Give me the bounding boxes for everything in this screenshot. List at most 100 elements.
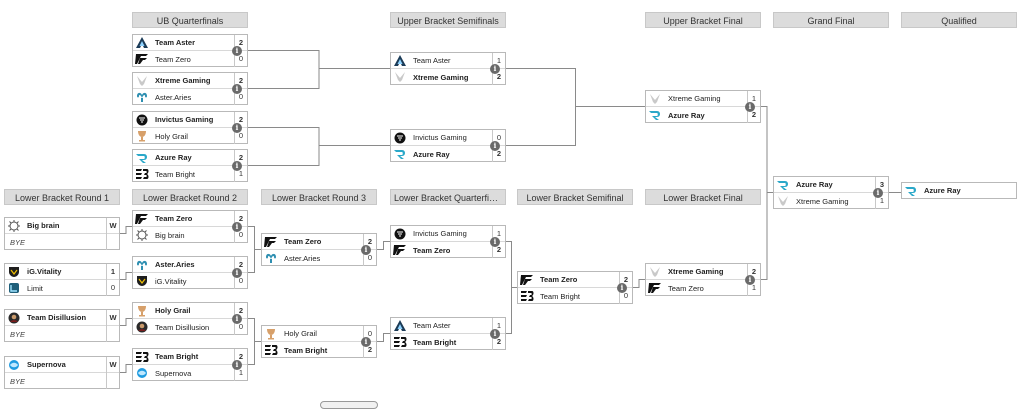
match-info-icon[interactable]: i — [232, 314, 242, 324]
team-score — [106, 373, 119, 389]
match-info-icon[interactable]: i — [873, 188, 883, 198]
team-score: 0 — [234, 51, 247, 67]
bright-logo-icon — [133, 166, 151, 182]
zero-logo-icon — [133, 211, 151, 227]
match-info-icon[interactable]: i — [232, 222, 242, 232]
match-info-icon[interactable]: i — [232, 46, 242, 56]
match-info-icon[interactable]: i — [745, 275, 755, 285]
bright-logo-icon — [518, 288, 536, 304]
horizontal-scrollbar[interactable] — [320, 401, 378, 409]
team-name: Supernova — [155, 368, 192, 378]
match-info-icon[interactable]: i — [232, 360, 242, 370]
vitality-logo-icon — [133, 273, 151, 289]
team-name: Aster.Aries — [155, 92, 192, 102]
match-info-icon[interactable]: i — [361, 337, 371, 347]
bye-slot: BYE — [5, 373, 119, 389]
match-info-icon[interactable]: i — [745, 102, 755, 112]
qualified-team-name: Azure Ray — [924, 186, 961, 195]
match-info-icon[interactable]: i — [490, 141, 500, 151]
header-ub-quarterfinals: UB Quarterfinals — [132, 12, 248, 28]
match-info-icon[interactable]: i — [490, 329, 500, 339]
team-name: Invictus Gaming — [155, 115, 214, 124]
team-row[interactable]: Aster.Aries 0 — [133, 89, 247, 105]
match-info-icon[interactable]: i — [361, 245, 371, 255]
match-info-icon[interactable]: i — [617, 283, 627, 293]
match-info-icon[interactable]: i — [490, 237, 500, 247]
match-info-icon[interactable]: i — [490, 64, 500, 74]
team-score: 0 — [234, 89, 247, 105]
team-name: BYE — [10, 376, 26, 386]
match-info-icon[interactable]: i — [232, 268, 242, 278]
zero-logo-icon — [646, 280, 664, 296]
team-score: 0 — [619, 288, 632, 304]
qualified-team[interactable]: Azure Ray — [901, 182, 1017, 199]
match-info-icon[interactable]: i — [232, 123, 242, 133]
match-info-icon[interactable]: i — [232, 161, 242, 171]
team-name: Limit — [27, 283, 43, 293]
match-info-icon[interactable]: i — [232, 84, 242, 94]
